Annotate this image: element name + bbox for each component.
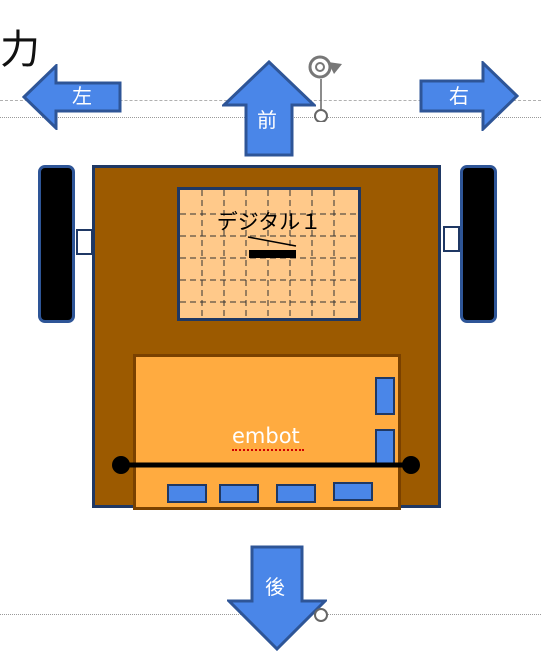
left-arrow-button[interactable]: 左 <box>22 64 124 130</box>
sensor-label: デジタル１ <box>216 210 322 234</box>
chip-vertical-2 <box>375 429 395 467</box>
chip-horizontal-2 <box>219 484 259 503</box>
left-arrow-icon <box>22 64 122 130</box>
board-label: embot <box>232 424 300 448</box>
left-wheel <box>38 165 75 323</box>
right-wheel <box>460 165 497 323</box>
up-arrow-icon <box>222 60 316 157</box>
chip-horizontal-4 <box>333 482 373 501</box>
resize-handle-icon[interactable] <box>313 607 329 623</box>
sensor-panel[interactable]: デジタル１ <box>177 187 361 321</box>
spellcheck-underline <box>232 449 304 451</box>
chip-horizontal-3 <box>276 484 316 503</box>
chip-vertical-1 <box>375 377 395 415</box>
sensor-grid <box>180 190 358 318</box>
rotate-handle-icon[interactable] <box>302 52 346 122</box>
right-arrow-icon <box>419 61 519 131</box>
left-axle <box>76 229 93 255</box>
chip-horizontal-1 <box>167 484 207 503</box>
right-axle <box>443 226 460 252</box>
back-arrow-button[interactable]: 後 <box>227 545 327 652</box>
right-arrow-button[interactable]: 右 <box>419 61 519 131</box>
down-arrow-icon <box>227 545 327 652</box>
title-fragment: 力 <box>0 27 40 73</box>
